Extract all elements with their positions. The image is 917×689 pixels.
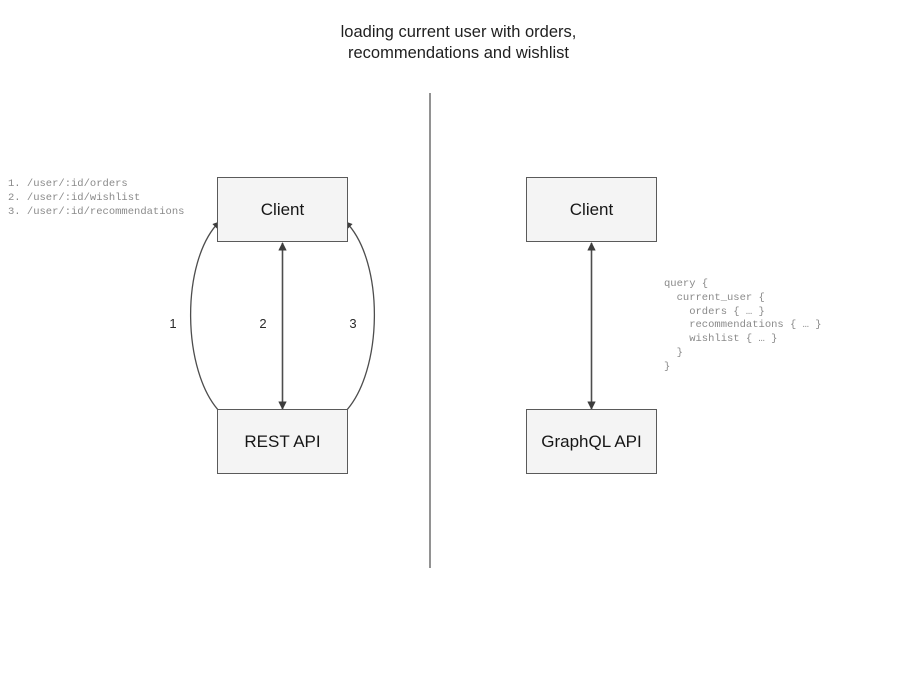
node-client-graphql[interactable]: Client (526, 177, 657, 242)
node-rest-api[interactable]: REST API (217, 409, 348, 474)
node-graphql-api[interactable]: GraphQL API (526, 409, 657, 474)
rest-endpoint-list: 1. /user/:id/orders 2. /user/:id/wishlis… (8, 178, 185, 218)
node-client-rest[interactable]: Client (217, 177, 348, 242)
edge-label-3: 3 (349, 316, 357, 331)
graphql-query-block: query { current_user { orders { … } reco… (664, 278, 822, 373)
edge-label-2: 2 (259, 316, 267, 331)
edge-1-orders (190, 221, 221, 413)
page-title: loading current user with orders, recomm… (340, 23, 577, 62)
edge-label-1: 1 (169, 316, 177, 331)
